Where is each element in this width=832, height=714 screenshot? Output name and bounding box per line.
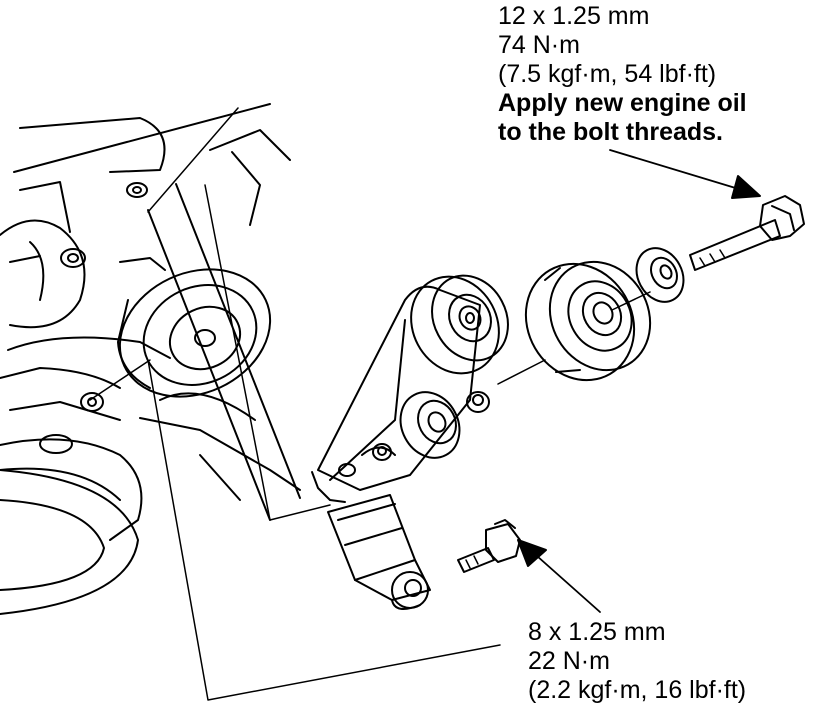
upper-callout-arrow (609, 149, 761, 199)
tensioner-boss (372, 391, 490, 461)
assembly-axis-line (497, 291, 651, 385)
tensioner-upper-pulley (410, 274, 509, 375)
tensioner-damper (327, 494, 431, 610)
lower-callout-arrow (517, 539, 601, 613)
washer (635, 247, 685, 303)
upper-bolt-torque: 74 N·m (498, 31, 580, 59)
tensioner-arm (311, 285, 481, 503)
lower-bolt-callout: 8 x 1.25 mm 22 N·m (2.2 kgf·m, 16 lbf·ft… (528, 618, 746, 705)
upper-bolt-note-line1: Apply new engine oil (498, 89, 747, 117)
crank-pulley (0, 469, 139, 615)
engine-block (0, 103, 301, 541)
leader-lines (89, 184, 501, 701)
upper-bolt-torque-alt: (7.5 kgf·m, 54 lbf·ft) (498, 60, 717, 88)
idler-pulley (524, 260, 652, 382)
lower-bolt-size: 8 x 1.25 mm (528, 618, 666, 646)
tensioner-lower-pulley (399, 391, 461, 459)
upper-bolt-callout: 12 x 1.25 mm 74 N·m (7.5 kgf·m, 54 lbf·f… (498, 2, 747, 147)
engine-pulley (117, 268, 272, 398)
upper-bolt-size: 12 x 1.25 mm (498, 2, 650, 30)
lower-bolt-torque-alt: (2.2 kgf·m, 16 lbf·ft) (528, 676, 747, 704)
upper-bolt-note-line2: to the bolt threads. (498, 118, 723, 146)
lower-bolt-torque: 22 N·m (528, 647, 610, 675)
upper-bolt (689, 195, 805, 271)
lower-bolt (457, 519, 521, 573)
drive-belt (147, 107, 301, 521)
